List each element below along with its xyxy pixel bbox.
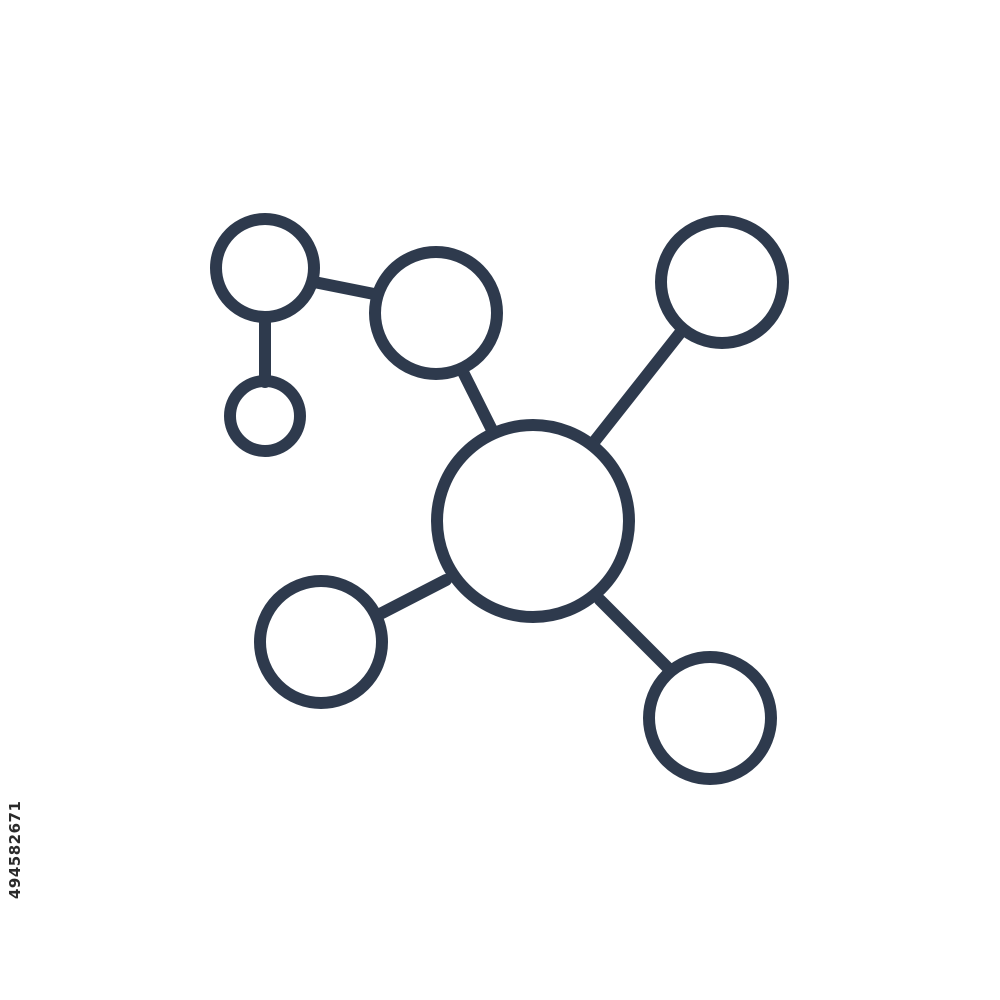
node-top-left [210,213,320,323]
stock-id-watermark: 494582671 [6,800,24,900]
node-bottom-right [643,651,777,785]
node-top-right [655,215,789,349]
connector-mid-top-to-center [457,366,498,436]
connector-center-to-bottom-right [594,594,674,674]
node-center [431,419,635,623]
connector-center-to-top-right [588,327,686,448]
connector-center-to-bottom-left [376,574,452,619]
node-tiny-left [224,375,306,457]
node-mid-top [369,246,503,380]
node-bottom-left [254,575,388,709]
connector-small-top-left-to-mid-top [308,276,380,300]
